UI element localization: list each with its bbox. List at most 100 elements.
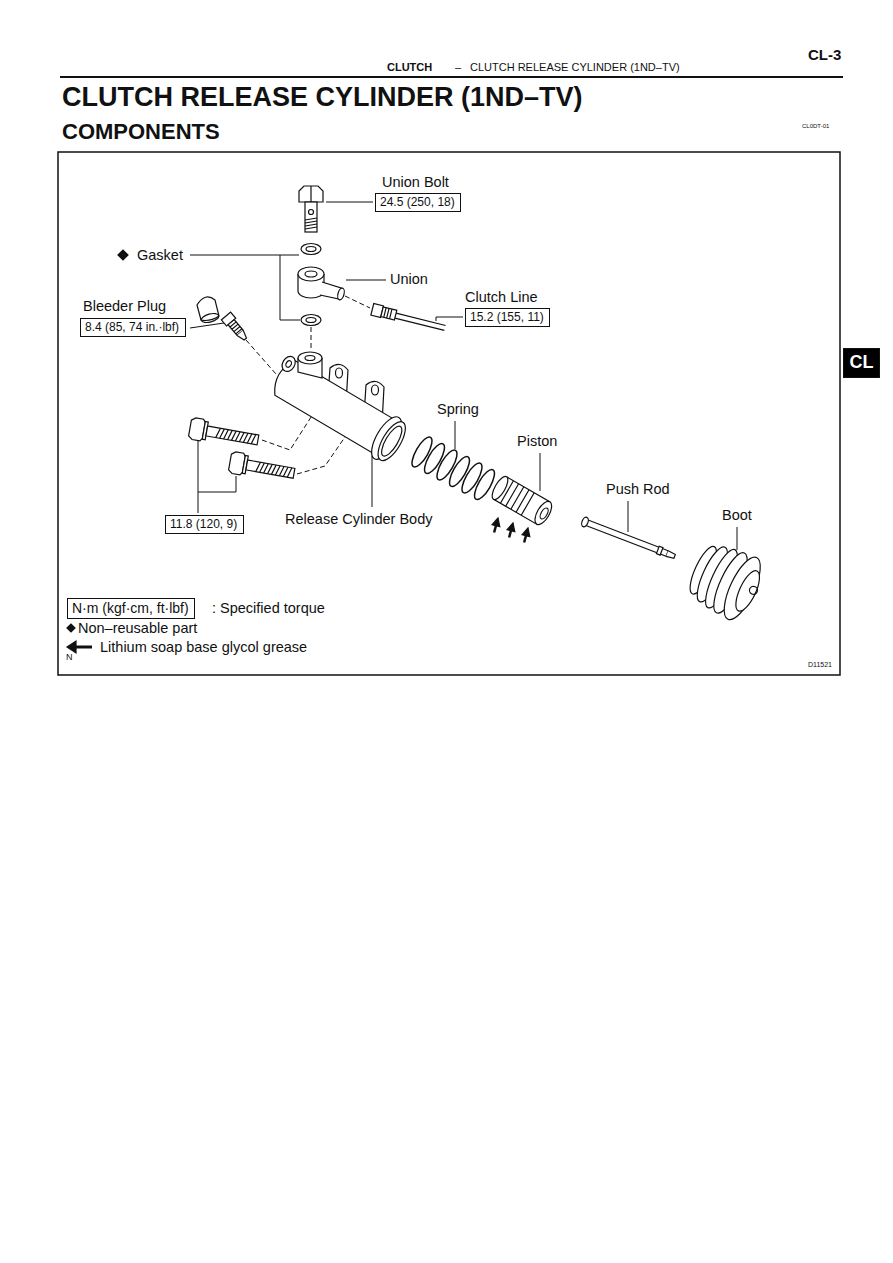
bleeder-cap bbox=[200, 312, 219, 324]
inlet-boss bbox=[305, 356, 315, 361]
section-heading: COMPONENTS bbox=[62, 119, 220, 144]
mounting-ear bbox=[372, 385, 379, 395]
boot bbox=[731, 568, 764, 615]
release-cylinder-body bbox=[264, 352, 412, 466]
bleeder-plug bbox=[230, 322, 242, 334]
part-name: Boot bbox=[722, 507, 752, 524]
push-rod bbox=[584, 519, 668, 556]
release-cylinder-body bbox=[285, 360, 293, 369]
grease-symbol bbox=[67, 641, 92, 653]
bleeder-cap bbox=[197, 297, 219, 321]
leader-line bbox=[190, 323, 224, 328]
union bbox=[305, 271, 317, 277]
release-cylinder-body bbox=[373, 418, 411, 465]
union-bolt bbox=[309, 210, 314, 215]
leader-line bbox=[455, 421, 456, 449]
legend-entry: Lithium soap base glycol grease bbox=[100, 639, 307, 656]
figure-code: D11521 bbox=[808, 661, 832, 669]
legend-torque-box: N·m (kgf·cm, ft·lbf) bbox=[67, 598, 195, 619]
gasket bbox=[306, 318, 316, 323]
torque-box: 8.4 (85, 74 in.·lbf) bbox=[80, 318, 186, 337]
box-text: 8.4 (85, 74 in.·lbf) bbox=[85, 320, 181, 334]
running-header: CLUTCH bbox=[387, 61, 432, 74]
part-name: Clutch Line bbox=[465, 289, 538, 306]
grease-arrow bbox=[507, 522, 517, 532]
spring bbox=[408, 434, 498, 502]
legend-text: Lithium soap base glycol grease bbox=[100, 639, 307, 655]
piston bbox=[489, 474, 555, 527]
grease-arrow bbox=[492, 517, 502, 527]
non-reusable-mark bbox=[118, 250, 128, 260]
union bbox=[298, 267, 324, 281]
grease-arrow bbox=[490, 517, 502, 534]
union bbox=[337, 287, 346, 300]
push-rod bbox=[580, 516, 589, 527]
release-cylinder-body bbox=[279, 354, 297, 374]
legend-text: : Specified torque bbox=[212, 600, 325, 616]
part-name: Bleeder Plug bbox=[83, 298, 166, 315]
part-name: Release Cylinder Body bbox=[285, 511, 433, 528]
bolt bbox=[206, 426, 259, 445]
gasket bbox=[301, 244, 321, 255]
box-text: 15.2 (155, 11) bbox=[470, 310, 545, 324]
grease-arrow bbox=[494, 526, 496, 533]
grease-arrow bbox=[524, 536, 526, 543]
clutch-line bbox=[371, 304, 447, 334]
grease-arrow bbox=[522, 527, 532, 537]
clutch-line bbox=[395, 313, 446, 330]
part-name: Gasket bbox=[137, 247, 183, 264]
symbol-letter: N bbox=[66, 652, 73, 662]
assembly-line bbox=[345, 296, 370, 308]
leader-line bbox=[540, 453, 541, 491]
bolt bbox=[246, 460, 295, 478]
part-name: Union bbox=[390, 271, 428, 288]
header-rule bbox=[60, 76, 843, 78]
torque-box: 15.2 (155, 11) bbox=[465, 308, 550, 327]
push-rod bbox=[666, 551, 676, 559]
box-text: N·m (kgf·cm, ft·lbf) bbox=[72, 600, 190, 617]
release-cylinder-body bbox=[378, 423, 406, 458]
bleeder-cap bbox=[197, 297, 220, 324]
gasket bbox=[301, 315, 321, 326]
bolt bbox=[188, 417, 260, 451]
figure-frame bbox=[58, 152, 840, 675]
grease-arrow bbox=[505, 522, 517, 539]
bolt bbox=[228, 451, 296, 484]
torque-box: 24.5 (250, 18) bbox=[375, 193, 461, 212]
document-code: CL0DT-01 bbox=[802, 123, 829, 130]
page-number: CL-3 bbox=[808, 46, 841, 63]
leader-line bbox=[372, 456, 373, 507]
grease-symbol bbox=[67, 641, 76, 653]
box-text: CL bbox=[850, 352, 874, 374]
leader-bracket bbox=[198, 441, 236, 513]
boot bbox=[717, 552, 767, 624]
bolt bbox=[256, 462, 292, 478]
gasket bbox=[306, 247, 316, 252]
assembly-line bbox=[246, 340, 276, 374]
leader-line bbox=[737, 527, 738, 550]
box-text: 11.8 (120, 9) bbox=[170, 517, 239, 531]
clutch-line bbox=[384, 308, 392, 319]
part-name: Piston bbox=[517, 433, 557, 450]
piston bbox=[539, 507, 550, 520]
leader-line bbox=[326, 202, 373, 203]
union bbox=[298, 267, 345, 301]
box-text: 24.5 (250, 18) bbox=[380, 195, 456, 209]
gasket bbox=[301, 315, 321, 326]
push-rod bbox=[656, 546, 663, 555]
union-bolt bbox=[299, 186, 323, 202]
running-header: CLUTCH RELEASE CYLINDER (1ND–TV) bbox=[470, 61, 680, 74]
leader-line bbox=[628, 501, 629, 532]
piston bbox=[489, 474, 511, 502]
part-name: Union Bolt bbox=[382, 174, 449, 191]
inlet-boss bbox=[298, 352, 322, 364]
leader-line bbox=[436, 317, 463, 321]
legend-text: Non–reusable part bbox=[78, 620, 197, 636]
legend-entry: Non–reusable part bbox=[78, 620, 197, 637]
part-name: Push Rod bbox=[606, 481, 670, 498]
leader-line bbox=[190, 255, 300, 320]
union-bolt bbox=[310, 186, 311, 202]
union-bolt bbox=[299, 186, 323, 232]
mounting-ear bbox=[336, 368, 343, 378]
